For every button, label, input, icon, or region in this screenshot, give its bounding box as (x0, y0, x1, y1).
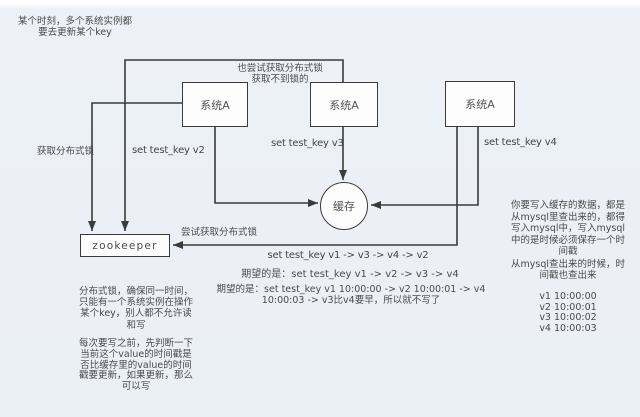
note-actual-sequence: set test_key v1 -> v3 -> v4 -> v2 (267, 250, 429, 261)
edge-set-v2 (214, 127, 318, 207)
edge-also-try-lock (121, 59, 344, 231)
node-cache: 缓存 (320, 182, 368, 230)
node-system-a-2-label: 系统A (329, 98, 359, 112)
node-zookeeper-label: zookeeper (92, 239, 158, 252)
node-system-a-3: 系统A (445, 81, 515, 127)
note-expected-sequence: 期望的是：set test_key v1 -> v2 -> v3 -> v4 (241, 269, 459, 280)
note-mysql-read-rule: 从mysql查出来的时候，时 间戳也查出来 (511, 259, 625, 281)
node-system-a-2: 系统A (310, 82, 378, 127)
note-expected-with-timestamps: 期望的是：set test_key v1 10:00:00 -> v2 10:0… (216, 284, 486, 306)
note-version-timestamps: v1 10:00:00 v2 10:00:01 v3 10:00:02 v4 1… (539, 291, 597, 334)
label-set-v3: set test_key v3 (271, 138, 344, 149)
node-cache-label: 缓存 (333, 200, 355, 213)
label-set-v4: set test_key v4 (484, 137, 557, 148)
edge-try-lock (173, 127, 458, 249)
label-acquire-lock: 获取分布式锁 (37, 146, 95, 157)
edge-acquire-lock (88, 102, 182, 231)
note-start: 某个时刻，多个系统实例都 要去更新某个key (18, 16, 133, 38)
edge-set-v4 (371, 127, 479, 209)
note-mysql-write-rule: 你要写入缓存的数据，都是 从mysql里查出来的，都得 写入mysql中，写入m… (510, 200, 625, 257)
label-also-try-lock: 也尝试获取分布式锁 获取不到锁的 (237, 63, 323, 85)
note-lock-rule: 分布式锁，确保同一时间， 只能有一个系统实例在操作 某个key，别人都不允许读 … (78, 286, 193, 331)
node-system-a-3-label: 系统A (465, 98, 495, 111)
label-set-v2: set test_key v2 (132, 145, 205, 156)
label-try-lock: 尝试获取分布式锁 (181, 227, 258, 238)
node-zookeeper: zookeeper (80, 234, 170, 257)
note-write-rule: 每次要写之前，先判断一下 当前这个value的时间戳是 否比缓存里的value的… (78, 338, 193, 393)
node-system-a-1-label: 系统A (200, 98, 230, 112)
node-system-a-1: 系统A (182, 82, 248, 127)
